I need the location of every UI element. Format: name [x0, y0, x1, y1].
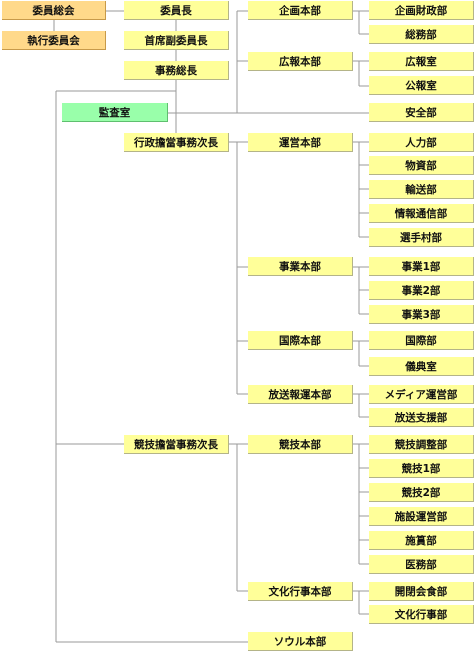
secretary-general-box: 事務総長: [124, 61, 229, 80]
telecom-dept-label: 情報通信部: [394, 207, 448, 220]
sports-hq-label: 競技本部: [279, 438, 321, 451]
culture-hq-label: 文化行事本部: [268, 585, 332, 598]
executive-committee-box: 執行委員会: [2, 31, 106, 50]
sports-dept-1-box: 競技1部: [369, 459, 474, 478]
publicity-office-box: 公報室: [369, 76, 474, 95]
president-label: 委員長: [160, 4, 192, 17]
audit-office-label: 監査室: [98, 106, 131, 119]
culture-hq-box: 文化行事本部: [248, 582, 353, 601]
ceremonies-dept-label: 開閉会食部: [394, 585, 448, 598]
planning-hq-box: 企画本部: [248, 1, 353, 20]
pr-office-label: 広報室: [405, 55, 437, 68]
seoul-hq-label: ソウル本部: [273, 635, 327, 648]
planning-finance-dept-box: 企画財政部: [369, 1, 474, 20]
culture-events-dept-box: 文化行事部: [369, 605, 474, 624]
broadcast-support-dept-label: 放送支援部: [394, 411, 448, 424]
seoul-hq-box: ソウル本部: [248, 632, 353, 651]
pr-office-box: 広報室: [369, 52, 474, 71]
broadcast-support-dept-box: 放送支援部: [369, 408, 474, 427]
general-assembly-box: 委員総会: [2, 1, 106, 20]
planning-hq-label: 企画本部: [279, 4, 321, 17]
ceremony-office-box: 儀典室: [369, 357, 474, 376]
executive-committee-label: 執行委員会: [27, 34, 80, 47]
general-affairs-dept-label: 総務部: [405, 28, 437, 41]
international-dept-label: 国際部: [405, 334, 437, 347]
village-dept-label: 選手村部: [400, 231, 442, 244]
ceremony-office-label: 儀典室: [405, 360, 437, 373]
telecom-dept-box: 情報通信部: [369, 204, 474, 223]
facility-ops-dept-label: 施設運営部: [394, 510, 448, 523]
personnel-dept-box: 人力部: [369, 133, 474, 152]
sports-deputy-box: 競技擔當事務次長: [124, 435, 229, 454]
operations-hq-box: 運営本部: [248, 133, 353, 152]
security-dept-label: 安全部: [405, 106, 437, 119]
medical-dept-label: 医務部: [405, 558, 437, 571]
sports-dept-2-box: 競技2部: [369, 483, 474, 502]
business-hq-box: 事業本部: [248, 257, 353, 276]
business-dept-1-box: 事業1部: [369, 257, 474, 276]
pr-hq-label: 広報本部: [279, 55, 321, 68]
first-vice-president-box: 首席副委員長: [124, 31, 229, 50]
business-dept-2-label: 事業2部: [401, 284, 441, 297]
media-ops-dept-label: メディア運営部: [384, 388, 458, 401]
facilities-dept-label: 施篔部: [405, 534, 437, 547]
business-dept-3-label: 事業3部: [401, 308, 441, 321]
ceremonies-dept-box: 開閉会食部: [369, 582, 474, 601]
culture-events-dept-label: 文化行事部: [394, 608, 448, 621]
sports-dept-1-label: 競技1部: [401, 462, 441, 475]
president-box: 委員長: [124, 1, 229, 20]
transport-dept-box: 輸送部: [369, 180, 474, 199]
village-dept-box: 選手村部: [369, 228, 474, 247]
business-hq-label: 事業本部: [279, 260, 321, 273]
materials-dept-box: 物資部: [369, 156, 474, 175]
publicity-office-label: 公報室: [405, 79, 437, 92]
media-ops-dept-box: メディア運営部: [369, 385, 474, 404]
international-hq-box: 国際本部: [248, 331, 353, 350]
business-dept-2-box: 事業2部: [369, 281, 474, 300]
general-assembly-label: 委員総会: [32, 4, 75, 17]
secretary-general-label: 事務総長: [155, 64, 197, 77]
personnel-dept-label: 人力部: [405, 136, 437, 149]
security-dept-box: 安全部: [369, 103, 474, 122]
admin-deputy-box: 行政擔當事務次長: [124, 133, 229, 152]
audit-office-box: 監査室: [62, 103, 168, 122]
international-hq-label: 国際本部: [279, 334, 321, 347]
broadcast-hq-box: 放送報運本部: [248, 385, 353, 404]
medical-dept-box: 医務部: [369, 555, 474, 574]
facility-ops-dept-box: 施設運営部: [369, 507, 474, 526]
general-affairs-dept-box: 総務部: [369, 25, 474, 44]
transport-dept-label: 輸送部: [405, 183, 437, 196]
first-vice-president-label: 首席副委員長: [144, 34, 208, 47]
pr-hq-box: 広報本部: [248, 52, 353, 71]
sports-coord-dept-label: 競技調整部: [394, 438, 448, 451]
planning-finance-dept-label: 企画財政部: [394, 4, 448, 17]
sports-dept-2-label: 競技2部: [401, 486, 441, 499]
sports-coord-dept-box: 競技調整部: [369, 435, 474, 454]
admin-deputy-label: 行政擔當事務次長: [134, 136, 218, 149]
facilities-dept-box: 施篔部: [369, 531, 474, 550]
broadcast-hq-label: 放送報運本部: [268, 388, 332, 401]
sports-hq-box: 競技本部: [248, 435, 353, 454]
operations-hq-label: 運営本部: [279, 136, 321, 149]
sports-deputy-label: 競技擔當事務次長: [134, 438, 218, 451]
international-dept-box: 国際部: [369, 331, 474, 350]
materials-dept-label: 物資部: [405, 159, 437, 172]
business-dept-3-box: 事業3部: [369, 305, 474, 324]
business-dept-1-label: 事業1部: [401, 260, 441, 273]
